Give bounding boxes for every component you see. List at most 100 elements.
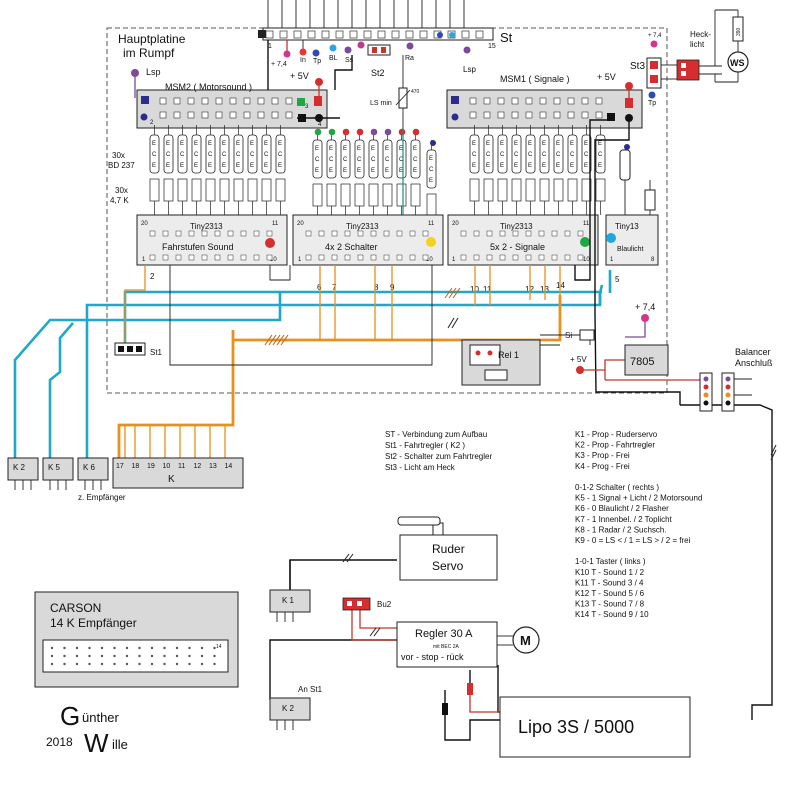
resistor bbox=[539, 178, 550, 202]
transistor-pin-letter: E bbox=[329, 146, 333, 152]
servo-line2: Servo bbox=[432, 559, 464, 573]
msm2-module: MSM2 ( Motorsound ) 1 2 3 4 Lsp + 5V bbox=[131, 67, 328, 129]
chip-pin bbox=[175, 230, 182, 237]
connector-dot bbox=[430, 140, 436, 146]
chip3-pbl: 1 bbox=[452, 257, 456, 263]
connector-dot bbox=[356, 128, 364, 136]
msm2-pin4: 4 bbox=[318, 122, 322, 128]
reg7805-label: 7805 bbox=[630, 356, 654, 368]
ls-min-label: LS min bbox=[370, 100, 392, 107]
chip-pin bbox=[473, 254, 480, 261]
legend-k-line: K1 - Prop - Ruderservo bbox=[575, 430, 658, 439]
resistor bbox=[511, 178, 522, 202]
chip-pin bbox=[266, 230, 273, 237]
st-pin-square bbox=[349, 30, 358, 39]
wn-2: 2 bbox=[150, 272, 155, 281]
chip1-dot bbox=[265, 238, 275, 248]
servo-line1: Ruder bbox=[432, 542, 465, 556]
st-pin-square bbox=[265, 30, 274, 39]
module-pin bbox=[173, 111, 181, 119]
transistor-pin-letter: E bbox=[429, 156, 433, 162]
transistor-pin-letter: C bbox=[500, 152, 505, 158]
board-title-line1: Hauptplatine bbox=[118, 32, 186, 46]
transistor-pin-letter: C bbox=[152, 152, 157, 158]
fuse: Si bbox=[540, 329, 595, 341]
connector-dot bbox=[398, 128, 406, 136]
connector-dot bbox=[314, 128, 322, 136]
connector-dot bbox=[370, 128, 378, 136]
author-w: W bbox=[84, 728, 109, 758]
chip-pin bbox=[357, 230, 364, 237]
module-pin bbox=[271, 111, 279, 119]
transistor-pin-letter: E bbox=[315, 168, 319, 174]
carson-line1: CARSON bbox=[50, 601, 101, 615]
transistor-pin-letter: E bbox=[315, 146, 319, 152]
legend-k-line: 0-1-2 Schalter ( rechts ) bbox=[575, 483, 659, 492]
carson-pin bbox=[188, 654, 191, 658]
rx-pin-label: 11 bbox=[178, 463, 185, 470]
chip-pin bbox=[396, 230, 403, 237]
carson-pin bbox=[50, 662, 54, 666]
transistor-pin-letter: C bbox=[222, 152, 227, 158]
transistor-pin-letter: E bbox=[278, 141, 282, 147]
chip-pin bbox=[370, 254, 377, 261]
transistor-pin-letter: E bbox=[236, 141, 240, 147]
transistor-pin-letter: E bbox=[236, 163, 240, 169]
regler-k2: K 2 bbox=[282, 704, 295, 713]
chip-pin bbox=[486, 230, 493, 237]
author-year: 2018 bbox=[46, 735, 73, 749]
chip1-pbr: 10 bbox=[270, 257, 277, 263]
transistor-pin-letter: C bbox=[556, 152, 561, 158]
carson-pin bbox=[175, 646, 179, 650]
chip4-name: Tiny13 bbox=[615, 222, 639, 231]
chip4-pbl: 1 bbox=[610, 257, 614, 263]
connector-dot bbox=[342, 128, 350, 136]
st-pin-square bbox=[461, 30, 470, 39]
carson-pin bbox=[113, 646, 116, 650]
transistor-pin-letter: E bbox=[371, 146, 375, 152]
legend-k-line: K14 T - Sound 9 / 10 bbox=[575, 610, 649, 619]
balancer-connector: Balancer Anschluß bbox=[699, 347, 773, 412]
transistor-pin-letter: C bbox=[385, 157, 390, 163]
resistor bbox=[410, 183, 421, 207]
chip-pin bbox=[551, 230, 558, 237]
resistor bbox=[326, 183, 337, 207]
st-pin-square bbox=[321, 30, 330, 39]
transistor-pin-letter: E bbox=[329, 168, 333, 174]
st-pin1: 1 bbox=[268, 43, 272, 50]
carson-pin bbox=[50, 646, 54, 650]
resistor bbox=[275, 178, 286, 202]
st-pin-square bbox=[391, 30, 400, 39]
chip1-ptl: 20 bbox=[141, 221, 148, 227]
chip-pin bbox=[538, 230, 545, 237]
transistor-pin-letter: E bbox=[542, 163, 546, 169]
st-pin-ra: Ra bbox=[405, 55, 414, 62]
carson-pin bbox=[200, 662, 204, 666]
author-g: G bbox=[60, 701, 80, 731]
transistor-pin-letter: E bbox=[371, 168, 375, 174]
transistor-pin-letter: C bbox=[343, 157, 348, 163]
resistor bbox=[205, 178, 216, 202]
legend-st-line: ST - Verbindung zum Aufbau bbox=[385, 430, 487, 439]
chip-pin bbox=[318, 230, 325, 237]
module-pin bbox=[229, 111, 237, 119]
transistor-pin-letter: C bbox=[371, 157, 376, 163]
author-last-rest: ille bbox=[112, 737, 128, 752]
carson-pin bbox=[100, 654, 104, 658]
resistor bbox=[354, 183, 365, 207]
chip2-pbl: 1 bbox=[298, 257, 302, 263]
chip-pin bbox=[305, 254, 312, 261]
k-label-line2: 4,7 K bbox=[110, 196, 129, 205]
chip-pin bbox=[201, 254, 208, 261]
module-pin bbox=[215, 97, 223, 105]
module-pin bbox=[257, 111, 265, 119]
transistor-pin-letter: E bbox=[250, 163, 254, 169]
transistor-pin-letter: C bbox=[180, 152, 185, 158]
chip3-dot bbox=[580, 237, 590, 247]
module-pin bbox=[539, 97, 547, 105]
chip-pin bbox=[318, 254, 325, 261]
chip-pin bbox=[305, 230, 312, 237]
chip3-pbr: 10 bbox=[583, 257, 590, 263]
resistor bbox=[483, 178, 494, 202]
